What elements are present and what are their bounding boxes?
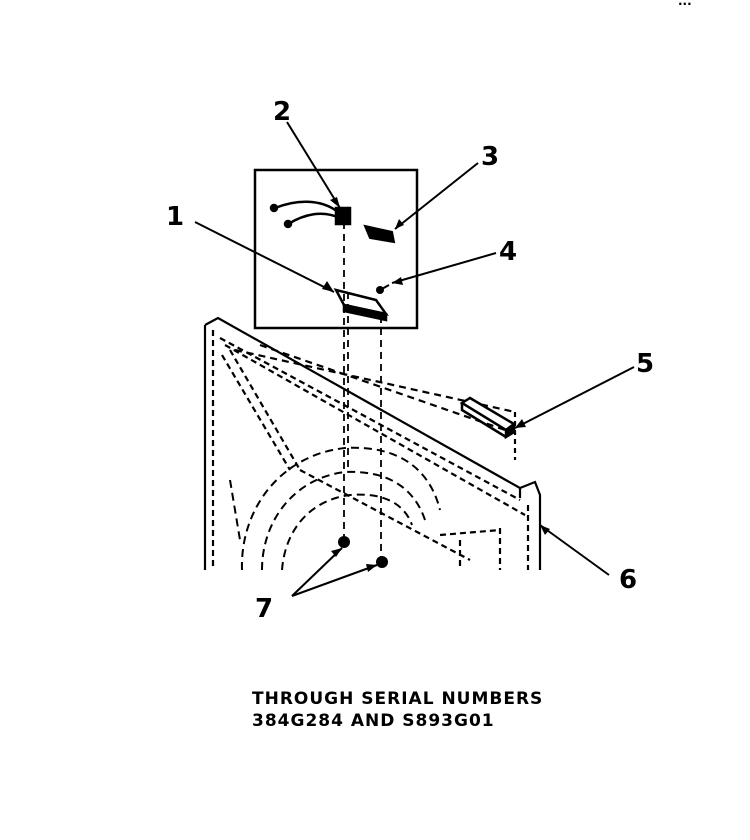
drum-opening xyxy=(229,446,441,571)
part-6-console-frame xyxy=(203,316,542,570)
callout-1: 1 xyxy=(166,202,184,232)
callout-6: 6 xyxy=(619,565,637,595)
callout-7: 7 xyxy=(255,594,273,624)
part-5-bracket xyxy=(459,396,517,440)
caption-line-1: THROUGH SERIAL NUMBERS xyxy=(252,689,544,709)
part-7-screws xyxy=(338,536,388,568)
leader-lines xyxy=(194,121,635,597)
part-2-wire-harness xyxy=(269,200,352,229)
explode-lines xyxy=(343,222,382,560)
callout-5: 5 xyxy=(636,349,654,379)
inset-box xyxy=(253,168,419,330)
callout-2: 2 xyxy=(273,97,291,127)
part-3-connector xyxy=(363,224,396,244)
serial-number-caption: THROUGH SERIAL NUMBERS 384G284 AND S893G… xyxy=(252,688,672,732)
leader-arrowheads xyxy=(322,197,550,572)
part-4-screw xyxy=(376,284,390,294)
corner-mark: ... xyxy=(678,0,692,8)
callout-4: 4 xyxy=(499,237,517,267)
callout-3: 3 xyxy=(481,142,499,172)
caption-line-2: 384G284 AND S893G01 xyxy=(252,711,495,731)
